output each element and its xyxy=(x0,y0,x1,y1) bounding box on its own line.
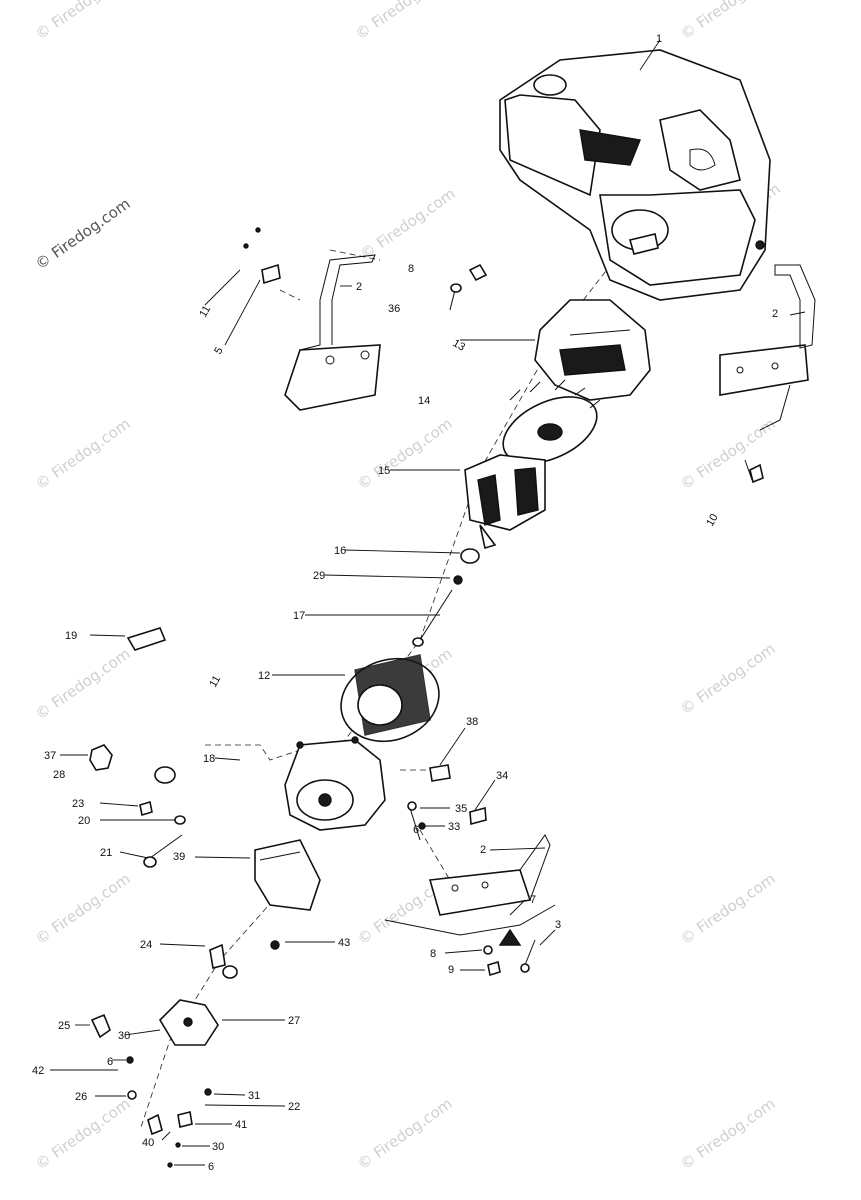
label-part-31: 31 xyxy=(248,1090,260,1102)
label-part-35: 35 xyxy=(455,803,467,815)
label-part-11: 11 xyxy=(197,304,213,320)
label-part-8: 8 xyxy=(430,948,436,960)
watermark: © Firedog.com xyxy=(32,415,134,494)
label-part-42: 42 xyxy=(32,1065,44,1077)
fan xyxy=(502,379,601,464)
watermark: © Firedog.com xyxy=(354,1095,456,1174)
watermark: © Firedog.com xyxy=(677,1095,779,1174)
watermark: © Firedog.com xyxy=(677,0,779,43)
label-part-29: 29 xyxy=(313,570,325,582)
label-part-15: 15 xyxy=(378,465,390,477)
label-part-24: 24 xyxy=(140,939,152,951)
lower-stack xyxy=(90,943,238,1168)
label-part-39: 39 xyxy=(173,851,185,863)
left-hardware xyxy=(89,744,186,868)
label-part-22: 22 xyxy=(288,1101,300,1113)
base-bracket xyxy=(384,834,556,936)
rotor-hardware xyxy=(412,548,480,647)
cover xyxy=(254,839,321,911)
fan-housing xyxy=(534,299,651,401)
label-part-23: 23 xyxy=(72,798,84,810)
label-part-14: 14 xyxy=(418,395,430,407)
label-part-17: 17 xyxy=(293,610,305,622)
label-part-26: 26 xyxy=(75,1091,87,1103)
label-part-2: 2 xyxy=(356,281,362,293)
watermark: © Firedog.com xyxy=(352,0,454,43)
end-housing xyxy=(284,736,386,831)
part-labels: 1 2 2 2 3 5 6 6 6 7 8 8 9 10 11 11 12 13… xyxy=(32,33,778,1173)
label-part-21: 21 xyxy=(100,847,112,859)
label-part-18: 18 xyxy=(203,753,215,765)
label-part-12: 12 xyxy=(258,670,270,682)
label-part-19: 19 xyxy=(65,630,77,642)
label-part-27: 27 xyxy=(288,1015,300,1027)
label-part-2: 2 xyxy=(772,308,778,320)
label-part-43: 43 xyxy=(338,937,350,949)
label-part-25: 25 xyxy=(58,1020,70,1032)
watermark: © Firedog.com xyxy=(32,1095,134,1174)
watermark: © Firedog.com xyxy=(32,195,134,274)
label-part-36: 36 xyxy=(388,303,400,315)
watermark: © Firedog.com xyxy=(677,415,779,494)
plate-19 xyxy=(126,627,167,651)
rotor xyxy=(464,454,546,550)
watermark: © Firedog.com xyxy=(357,185,459,264)
label-part-30: 30 xyxy=(118,1030,130,1042)
label-part-6: 6 xyxy=(413,824,419,836)
watermark: © Firedog.com xyxy=(32,645,134,724)
mounting-bracket-left xyxy=(284,254,381,411)
base-hardware xyxy=(483,928,536,977)
mounting-bracket-right xyxy=(719,264,816,431)
label-part-33: 33 xyxy=(448,821,460,833)
label-part-5: 5 xyxy=(212,345,225,356)
label-part-8: 8 xyxy=(408,263,414,275)
label-part-6: 6 xyxy=(208,1161,214,1173)
label-part-16: 16 xyxy=(334,545,346,557)
label-part-20: 20 xyxy=(78,815,90,827)
watermark: © Firedog.com xyxy=(32,0,134,43)
upper-hardware xyxy=(243,227,764,950)
watermark: © Firedog.com xyxy=(354,415,456,494)
engine xyxy=(499,49,771,301)
label-part-6: 6 xyxy=(107,1056,113,1068)
label-part-7: 7 xyxy=(530,894,536,906)
stator xyxy=(340,654,440,743)
plates-34-38 xyxy=(429,764,487,826)
watermark: © Firedog.com xyxy=(677,640,779,719)
label-part-30: 30 xyxy=(212,1141,224,1153)
label-part-38: 38 xyxy=(466,716,478,728)
watermark: © Firedog.com xyxy=(32,870,134,949)
watermark: © Firedog.com xyxy=(677,870,779,949)
label-part-2: 2 xyxy=(480,844,486,856)
label-part-34: 34 xyxy=(496,770,508,782)
label-part-40: 40 xyxy=(142,1137,154,1149)
label-part-41: 41 xyxy=(235,1119,247,1131)
label-part-37: 37 xyxy=(44,750,56,762)
leader-lines xyxy=(50,39,806,1166)
label-part-28: 28 xyxy=(53,769,65,781)
label-part-13: 13 xyxy=(451,337,468,354)
label-part-10: 10 xyxy=(704,512,721,529)
label-part-9: 9 xyxy=(448,964,454,976)
label-part-11: 11 xyxy=(207,674,223,690)
label-part-1: 1 xyxy=(656,33,662,45)
label-part-3: 3 xyxy=(555,919,561,931)
